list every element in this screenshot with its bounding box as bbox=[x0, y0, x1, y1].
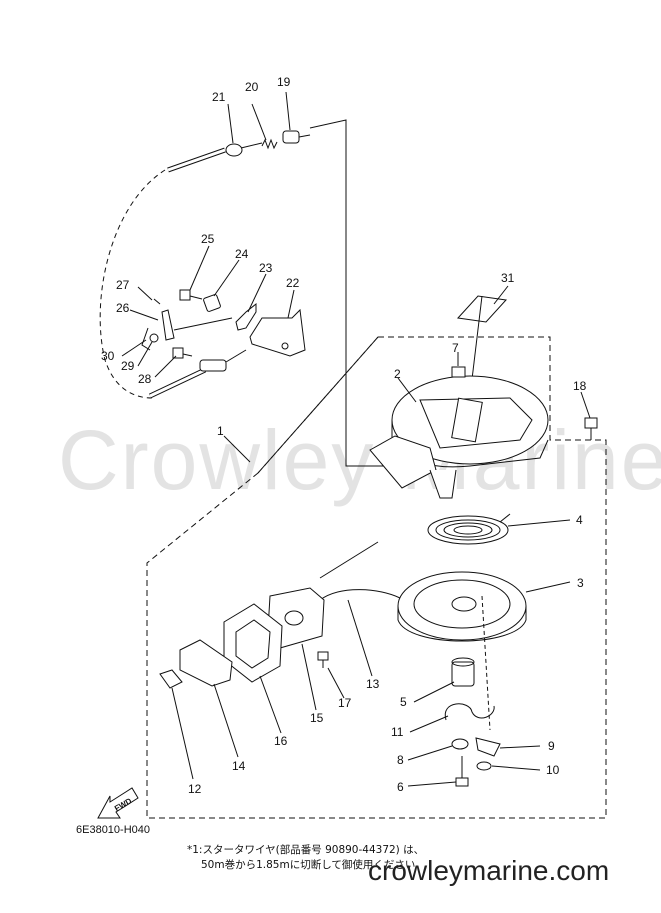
sub-boundary bbox=[257, 336, 379, 474]
leader-lines bbox=[121, 91, 591, 787]
callout-4: 4 bbox=[576, 513, 583, 527]
clip-27 bbox=[153, 298, 161, 305]
pulley-axis bbox=[481, 595, 491, 731]
starter-case-2 bbox=[369, 375, 549, 499]
screw-17 bbox=[317, 651, 329, 668]
callout-19: 19 bbox=[277, 75, 291, 89]
callout-22: 22 bbox=[286, 276, 300, 290]
handle-grip-14 bbox=[179, 639, 233, 687]
bushing-5 bbox=[451, 657, 475, 687]
callout-9: 9 bbox=[548, 739, 555, 753]
callout-11: 11 bbox=[391, 725, 404, 739]
bolt-28 bbox=[172, 347, 193, 359]
starter-wire-note: *1:スタータワイヤ(部品番号 90890-44372) は、 50m巻から1.… bbox=[187, 843, 487, 873]
site-url: crowleymarine.com bbox=[368, 855, 610, 886]
note-line-2: 50m巻から1.85mに切断して御使用ください bbox=[201, 859, 416, 871]
watermark-text: Crowley Marine bbox=[58, 413, 661, 507]
bolt-6 bbox=[455, 756, 469, 787]
cable-21 bbox=[167, 142, 263, 173]
callout-31: 31 bbox=[501, 271, 515, 285]
washer-29 bbox=[149, 333, 159, 343]
nut-19 bbox=[282, 130, 311, 144]
callout-1: 1 bbox=[217, 424, 224, 438]
spring-20 bbox=[261, 138, 278, 150]
cable-dashed-left bbox=[99, 169, 166, 399]
rope-13 bbox=[319, 589, 401, 601]
label-31 bbox=[456, 295, 508, 323]
callout-8: 8 bbox=[397, 753, 404, 767]
callout-27: 27 bbox=[116, 278, 130, 292]
nut-7 bbox=[451, 366, 466, 378]
assembly-boundary bbox=[146, 336, 607, 819]
spring-11 bbox=[444, 703, 495, 721]
callout-5: 5 bbox=[400, 695, 407, 709]
note-line-1: *1:スタータワイヤ(部品番号 90890-44372) は、 bbox=[187, 844, 425, 856]
bolt-25 bbox=[179, 289, 203, 301]
link-rod bbox=[173, 317, 233, 331]
lever-23 bbox=[235, 302, 257, 331]
cap-12 bbox=[159, 669, 183, 689]
callout-17: 17 bbox=[338, 696, 352, 710]
callout-25: 25 bbox=[201, 232, 215, 246]
collar-24 bbox=[203, 294, 221, 312]
fwd-arrow-icon bbox=[97, 787, 139, 819]
clip-10 bbox=[476, 761, 492, 771]
callout-10: 10 bbox=[546, 763, 560, 777]
bracket-22 bbox=[249, 308, 306, 357]
callout-16: 16 bbox=[274, 734, 288, 748]
pawl-9 bbox=[475, 737, 501, 757]
pin-26 bbox=[161, 309, 175, 341]
callout-12: 12 bbox=[188, 782, 202, 796]
callout-3: 3 bbox=[577, 576, 584, 590]
callout-13: 13 bbox=[366, 677, 380, 691]
callout-24: 24 bbox=[235, 247, 249, 261]
callout-18: 18 bbox=[573, 379, 587, 393]
callout-28: 28 bbox=[138, 372, 152, 386]
clip-30 bbox=[141, 327, 151, 351]
callout-7: 7 bbox=[452, 341, 459, 355]
callout-20: 20 bbox=[245, 80, 259, 94]
callout-2: 2 bbox=[394, 367, 401, 381]
throttle-cable bbox=[148, 349, 247, 399]
callout-23: 23 bbox=[259, 261, 273, 275]
diagram-code: 6E38010-H040 bbox=[76, 824, 151, 836]
callout-6: 6 bbox=[397, 780, 404, 794]
callout-15: 15 bbox=[310, 711, 324, 725]
callout-14: 14 bbox=[232, 759, 246, 773]
callout-21: 21 bbox=[212, 90, 226, 104]
spiral-spring-4 bbox=[427, 513, 511, 545]
bolt-18 bbox=[584, 417, 598, 440]
callout-26: 26 bbox=[116, 301, 130, 315]
callout-30: 30 bbox=[101, 349, 115, 363]
cable-line bbox=[309, 119, 405, 467]
callout-29: 29 bbox=[121, 359, 135, 373]
pulley-3 bbox=[397, 571, 527, 642]
washer-8 bbox=[451, 738, 469, 750]
